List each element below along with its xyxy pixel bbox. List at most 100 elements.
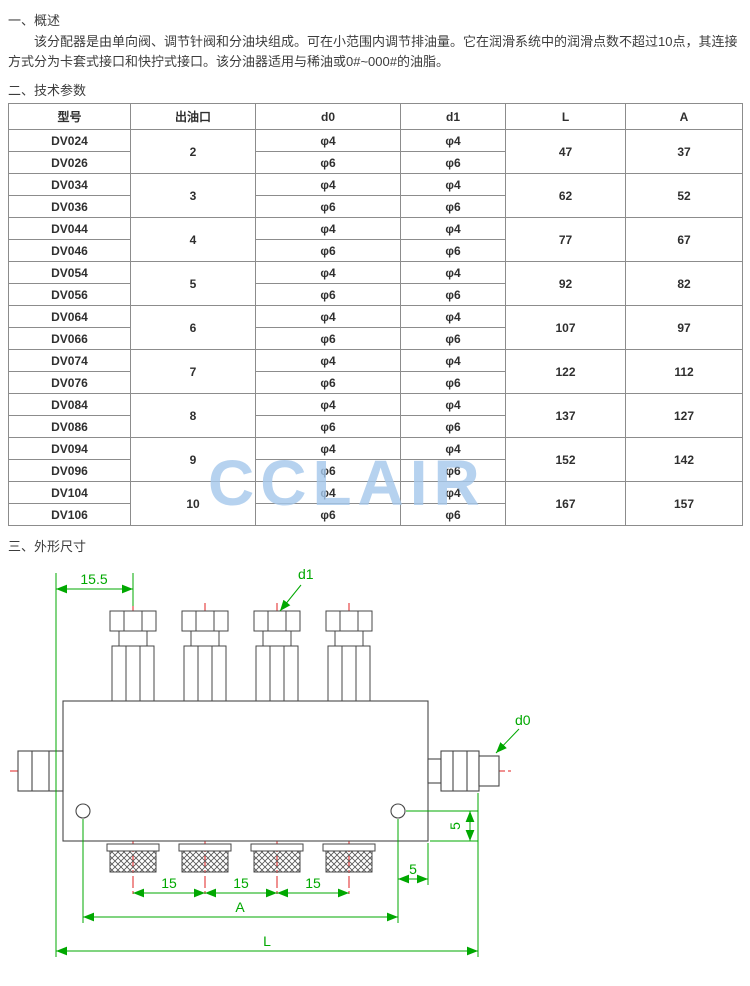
col-header-A: A	[625, 103, 743, 130]
table-row: DV074 7 φ4 φ4 122 112	[8, 349, 743, 394]
d1-label: d1	[298, 566, 314, 582]
cell-d1: φ6	[400, 459, 506, 482]
cell-d1: φ4	[400, 437, 506, 460]
cell-A: 127	[625, 393, 743, 438]
cell-A: 37	[625, 129, 743, 174]
cell-d0: φ6	[255, 239, 401, 262]
right-fitting	[427, 750, 500, 792]
d0-label: d0	[515, 712, 531, 728]
cell-d0: φ4	[255, 481, 401, 504]
overview-paragraph: 该分配器是由单向阀、调节针阀和分油块组成。可在小范围内调节排油量。它在润滑系统中…	[8, 34, 738, 69]
cell-d1: φ6	[400, 327, 506, 350]
cell-L: 107	[505, 305, 626, 350]
cell-d0: φ6	[255, 283, 401, 306]
cell-outlets: 3	[130, 173, 256, 218]
cell-d1: φ4	[400, 217, 506, 240]
table-row: DV086 φ6 φ6	[8, 415, 743, 438]
dimensions-heading: 三、外形尺寸	[8, 539, 87, 554]
cell-d0: φ6	[255, 459, 401, 482]
dimension-lines	[55, 573, 520, 957]
cell-d1: φ6	[400, 151, 506, 174]
cell-model: DV044	[8, 217, 131, 240]
col-header-d1: d1	[400, 103, 506, 130]
overview-heading: 一、概述	[8, 13, 61, 28]
cell-outlets: 7	[130, 349, 256, 394]
table-row: DV066 φ6 φ6	[8, 327, 743, 350]
parameters-table-wrapper: 型号 出油口 d0 d1 L A DV024 2 φ4 φ4 47 37	[8, 103, 743, 526]
dim-15-5-label: 15.5	[80, 571, 107, 587]
cell-d1: φ6	[400, 371, 506, 394]
cell-d1: φ4	[400, 393, 506, 416]
table-row: DV076 φ6 φ6	[8, 371, 743, 394]
mount-hole	[75, 803, 91, 819]
cell-model: DV026	[8, 151, 131, 174]
cell-model: DV046	[8, 239, 131, 262]
cell-A: 112	[625, 349, 743, 394]
dim-15-label: 15	[161, 875, 177, 891]
cell-model: DV076	[8, 371, 131, 394]
cell-d0: φ6	[255, 371, 401, 394]
cell-d1: φ4	[400, 305, 506, 328]
cell-outlets: 9	[130, 437, 256, 482]
cell-model: DV054	[8, 261, 131, 284]
cell-d1: φ4	[400, 349, 506, 372]
outline-drawing-wrapper: 15.5 d1 d0 5 5 15 15 15 A L	[8, 561, 742, 976]
dim-L-label: L	[263, 933, 271, 949]
table-row: DV064 6 φ4 φ4 107 97	[8, 305, 743, 350]
col-header-d0: d0	[255, 103, 401, 130]
cell-d0: φ6	[255, 327, 401, 350]
cell-model: DV034	[8, 173, 131, 196]
table-row: DV106 φ6 φ6	[8, 503, 743, 526]
cell-model: DV024	[8, 129, 131, 152]
cell-d0: φ4	[255, 349, 401, 372]
table-row: DV036 φ6 φ6	[8, 195, 743, 218]
dim-15-label: 15	[305, 875, 321, 891]
cell-d1: φ6	[400, 195, 506, 218]
cell-d1: φ4	[400, 129, 506, 152]
cell-L: 167	[505, 481, 626, 526]
valve-assembly	[109, 610, 157, 702]
cell-A: 142	[625, 437, 743, 482]
table-row: DV096 φ6 φ6	[8, 459, 743, 482]
dimension-labels: 15.5 d1 d0 5 5 15 15 15 A L	[80, 566, 530, 949]
table-row: DV056 φ6 φ6	[8, 283, 743, 306]
bottom-connector	[322, 843, 376, 873]
cell-model: DV066	[8, 327, 131, 350]
cell-outlets: 2	[130, 129, 256, 174]
cell-model: DV094	[8, 437, 131, 460]
cell-L: 77	[505, 217, 626, 262]
cell-d1: φ4	[400, 173, 506, 196]
cell-model: DV106	[8, 503, 131, 526]
cell-d0: φ4	[255, 217, 401, 240]
table-row: DV104 10 φ4 φ4 167 157	[8, 481, 743, 526]
dimension-drawing: 15.5 d1 d0 5 5 15 15 15 A L	[10, 566, 531, 957]
cell-d1: φ4	[400, 481, 506, 504]
cell-d1: φ6	[400, 503, 506, 526]
cell-d0: φ4	[255, 393, 401, 416]
cell-A: 157	[625, 481, 743, 526]
cell-L: 152	[505, 437, 626, 482]
cell-model: DV064	[8, 305, 131, 328]
dim-A-label: A	[235, 899, 245, 915]
cell-model: DV036	[8, 195, 131, 218]
cell-A: 67	[625, 217, 743, 262]
table-header-row: 型号 出油口 d0 d1 L A	[8, 103, 743, 130]
table-row: DV084 8 φ4 φ4 137 127	[8, 393, 743, 438]
cell-d0: φ4	[255, 437, 401, 460]
cell-model: DV096	[8, 459, 131, 482]
table-row: DV054 5 φ4 φ4 92 82	[8, 261, 743, 306]
cell-d0: φ4	[255, 261, 401, 284]
cell-d0: φ4	[255, 173, 401, 196]
cell-d1: φ4	[400, 261, 506, 284]
cell-model: DV056	[8, 283, 131, 306]
cell-model: DV086	[8, 415, 131, 438]
valve-assembly	[181, 610, 229, 702]
cell-model: DV104	[8, 481, 131, 504]
cell-L: 122	[505, 349, 626, 394]
table-row: DV034 3 φ4 φ4 62 52	[8, 173, 743, 218]
table-row: DV044 4 φ4 φ4 77 67	[8, 217, 743, 262]
cell-L: 47	[505, 129, 626, 174]
valve-assembly	[253, 610, 301, 702]
cell-d0: φ6	[255, 503, 401, 526]
